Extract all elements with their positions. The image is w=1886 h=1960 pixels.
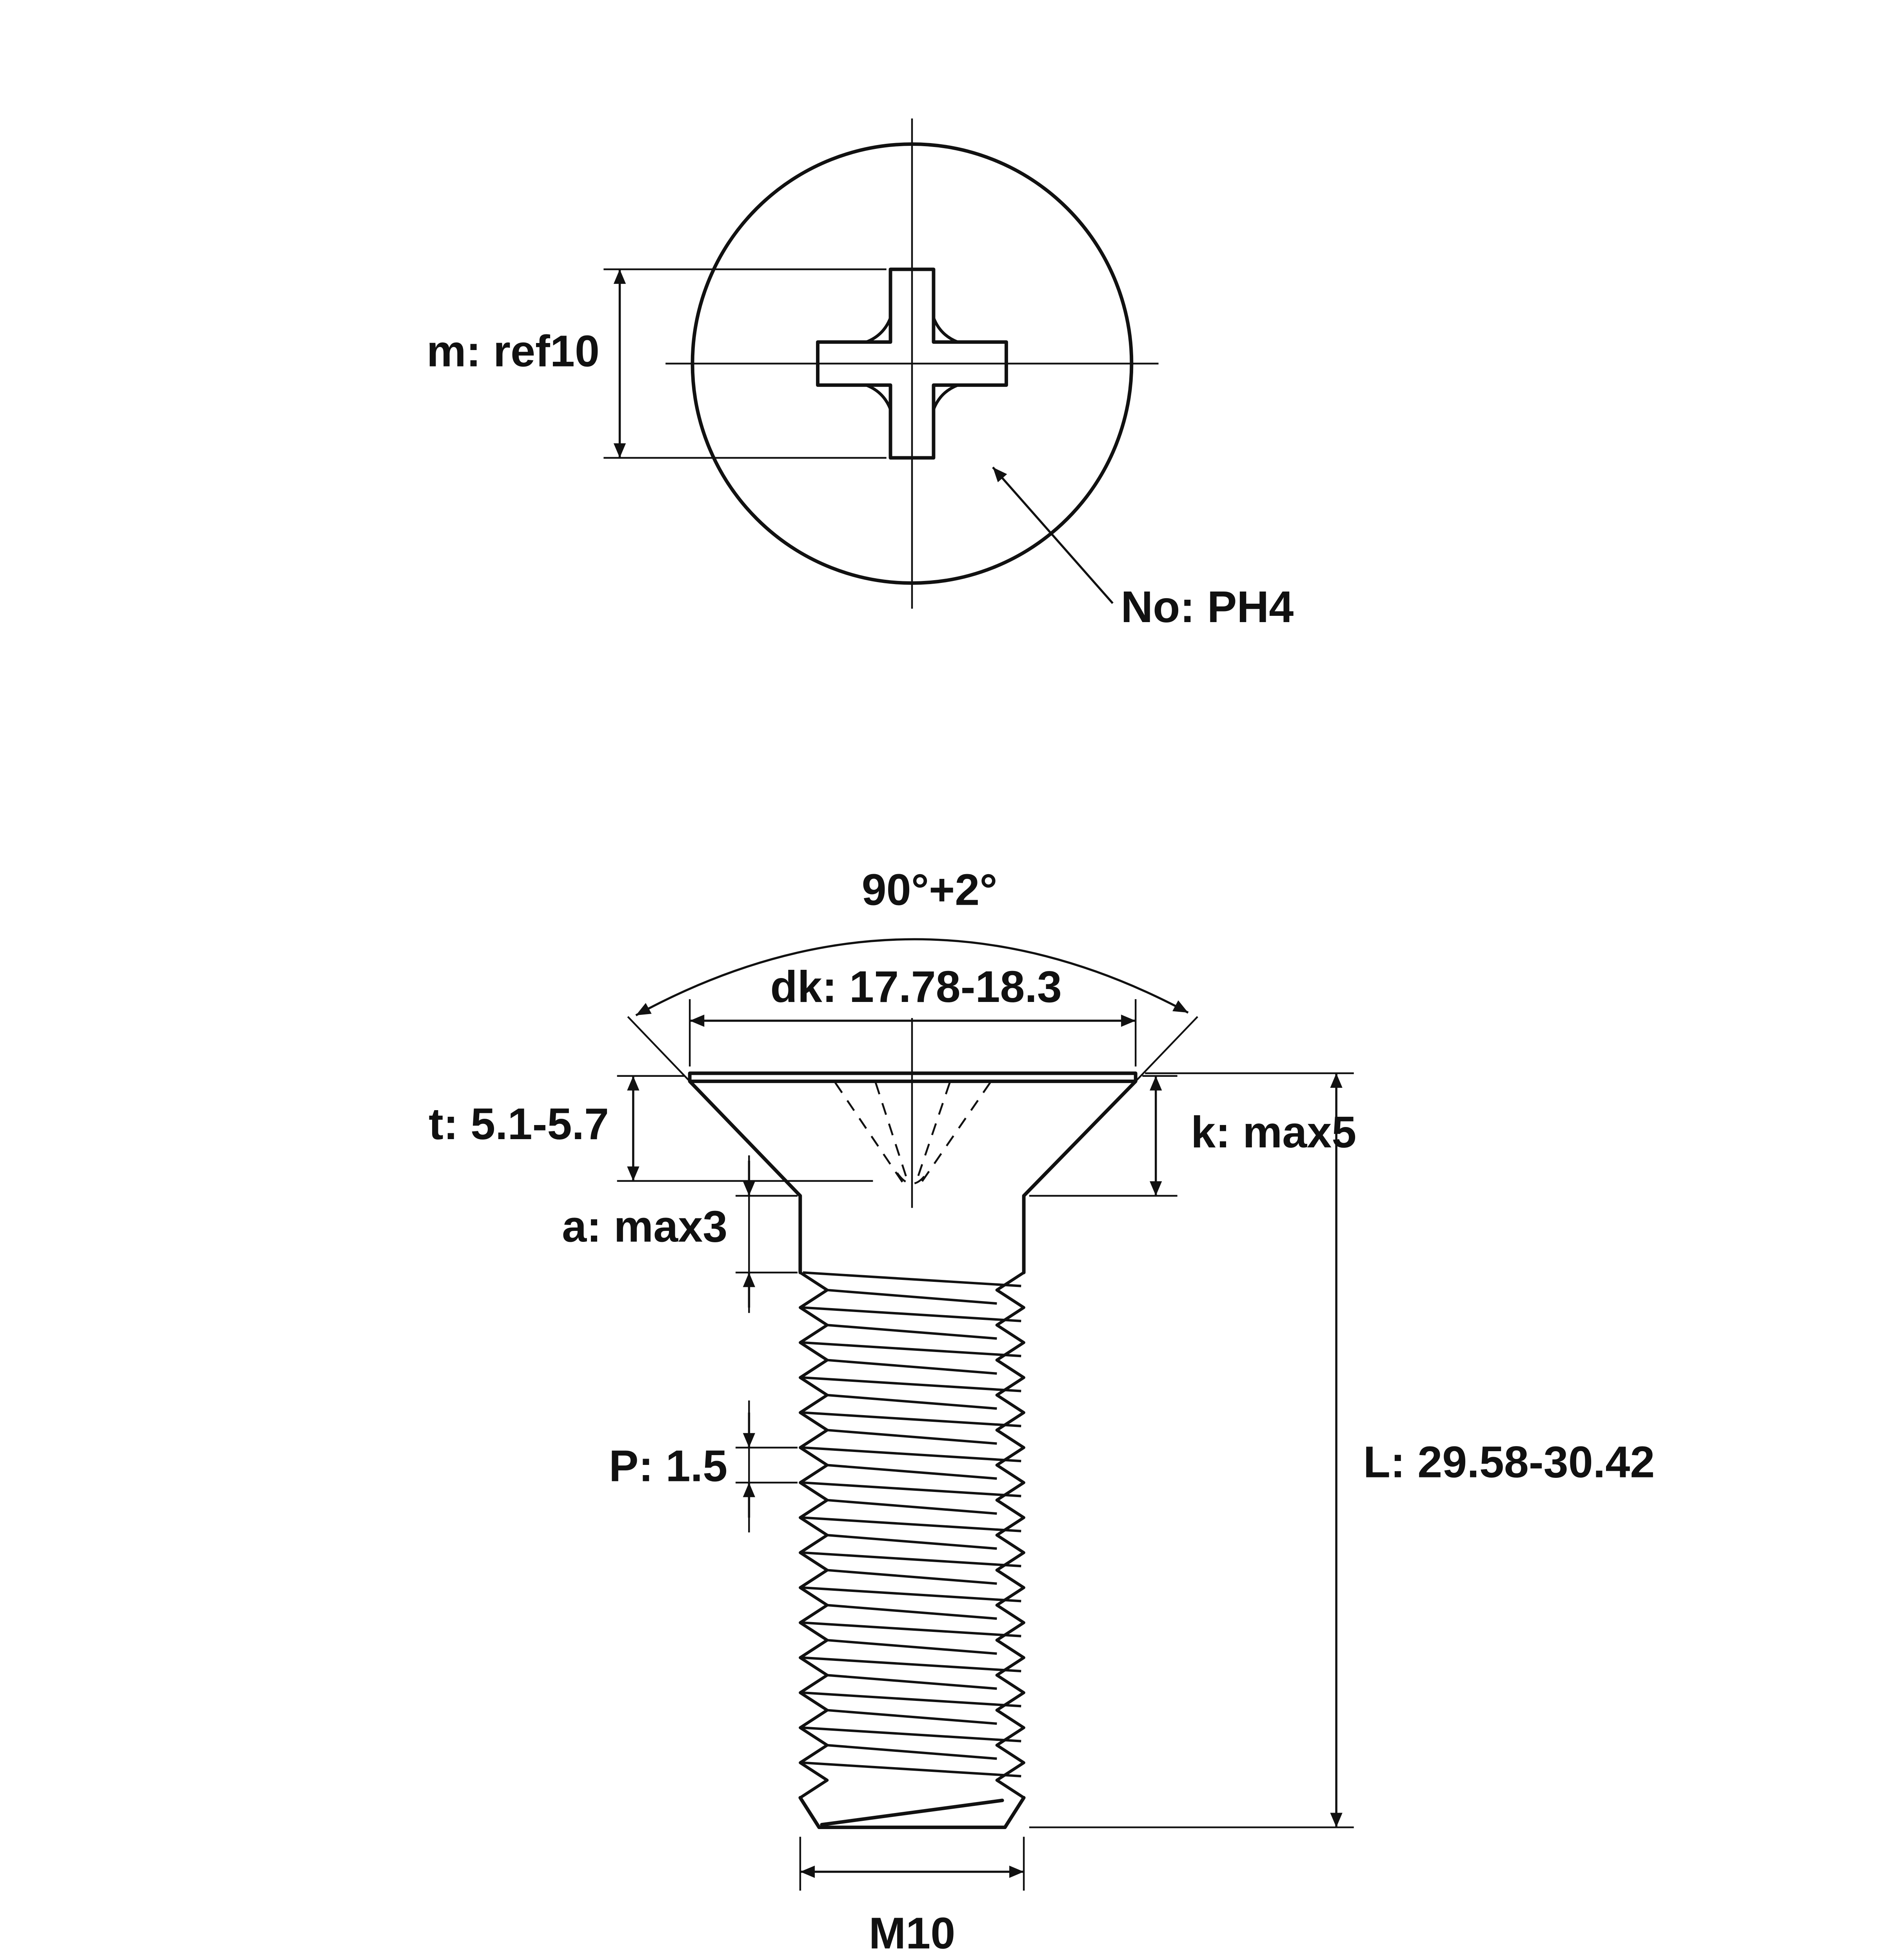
hidden-recess-lines	[834, 1082, 991, 1185]
head-diameter-label: dk: 17.78-18.3	[770, 962, 1062, 1012]
length-label: L: 29.58-30.42	[1363, 1437, 1655, 1487]
screw-tip-outline	[798, 1796, 1026, 1829]
recess-depth-label: t: 5.1-5.7	[429, 1099, 609, 1149]
drive-leader-line	[992, 466, 1114, 604]
phillips-recess-outline	[816, 267, 1008, 460]
top-view: m: ref10 No: PH4	[427, 118, 1294, 632]
drive-label: No: PH4	[1121, 582, 1294, 632]
thread-left-zigzag	[799, 1271, 829, 1799]
screw-head-outline	[688, 1071, 1137, 1274]
recess-width-label: m: ref10	[427, 326, 600, 376]
thread-crest-lines	[803, 1271, 1021, 1778]
l-extension-lines	[1029, 1072, 1354, 1828]
pitch-label: P: 1.5	[609, 1441, 727, 1491]
dk-extension-lines	[689, 999, 1137, 1067]
thread-size-label: M10	[869, 1909, 956, 1958]
m10-extension-lines	[799, 1837, 1025, 1891]
angle-dimension-arc	[635, 938, 1189, 1016]
head-height-label: k: max5	[1191, 1107, 1356, 1157]
head-circle-outline	[690, 142, 1134, 585]
thread-right-zigzag	[995, 1271, 1025, 1799]
shoulder-label: a: max3	[562, 1201, 727, 1251]
phillips-recess-wing-fillets	[865, 317, 959, 410]
countersink-angle-label: 90°+2°	[862, 865, 998, 915]
angle-extension-lines	[627, 1016, 1198, 1082]
side-view: 90°+2° dk: 17.78-18.3 t: 5.1-5.7 k: max5…	[429, 865, 1655, 1958]
p-extension-lines	[735, 1446, 798, 1484]
t-extension-lines	[617, 1075, 873, 1182]
a-extension-lines	[735, 1195, 798, 1274]
m-extension-lines	[603, 268, 887, 459]
thread-root-lines	[827, 1289, 997, 1760]
